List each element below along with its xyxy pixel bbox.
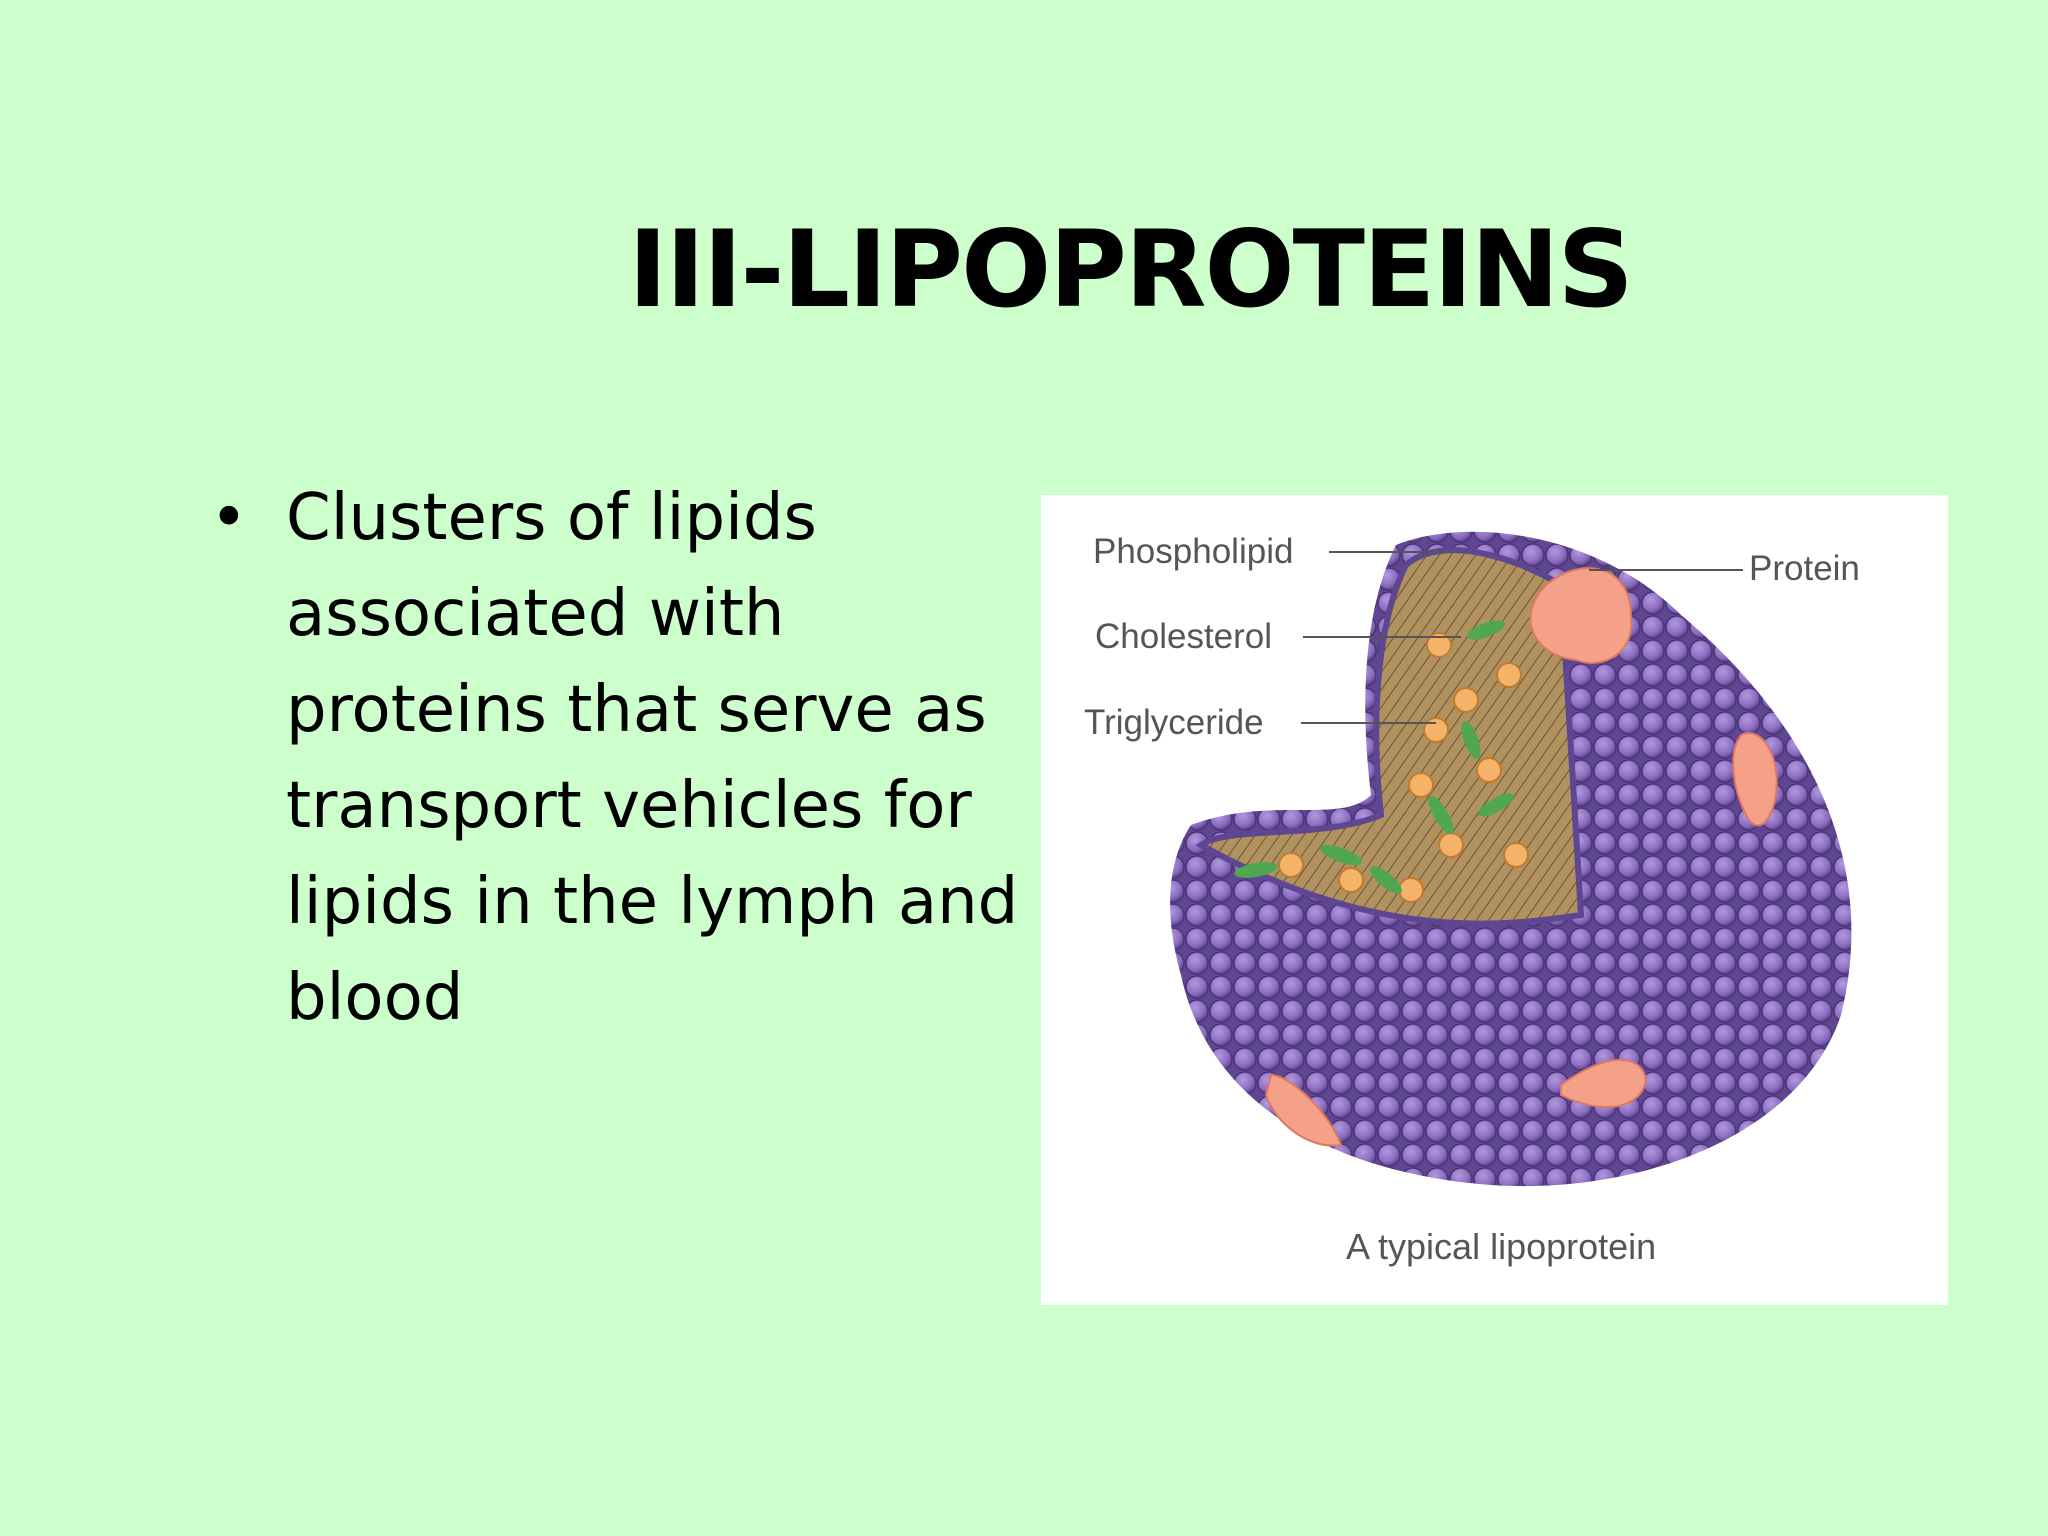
bullet-list: • Clusters of lipids associated with pro… bbox=[200, 470, 1040, 1046]
label-cholesterol: Cholesterol bbox=[1095, 617, 1272, 656]
label-phospholipid: Phospholipid bbox=[1093, 532, 1293, 571]
figure-caption: A typical lipoprotein bbox=[1346, 1226, 1656, 1267]
lipoprotein-figure: Phospholipid Cholesterol Triglyceride Pr… bbox=[1041, 495, 1948, 1305]
bullet-item: • Clusters of lipids associated with pro… bbox=[200, 470, 1040, 1046]
figure-labels: Phospholipid Cholesterol Triglyceride Pr… bbox=[1084, 532, 1860, 1267]
bullet-dot: • bbox=[210, 481, 248, 555]
label-protein: Protein bbox=[1749, 549, 1860, 588]
label-triglyceride: Triglyceride bbox=[1084, 703, 1264, 742]
bullet-text: Clusters of lipids associated with prote… bbox=[286, 481, 1019, 1035]
lipoprotein-diagram: Phospholipid Cholesterol Triglyceride Pr… bbox=[1084, 531, 1860, 1267]
slide-title: III-LIPOPROTEINS bbox=[628, 208, 1634, 331]
lipoprotein-proteins bbox=[1264, 567, 1778, 1147]
lipoprotein-core bbox=[1234, 620, 1529, 903]
